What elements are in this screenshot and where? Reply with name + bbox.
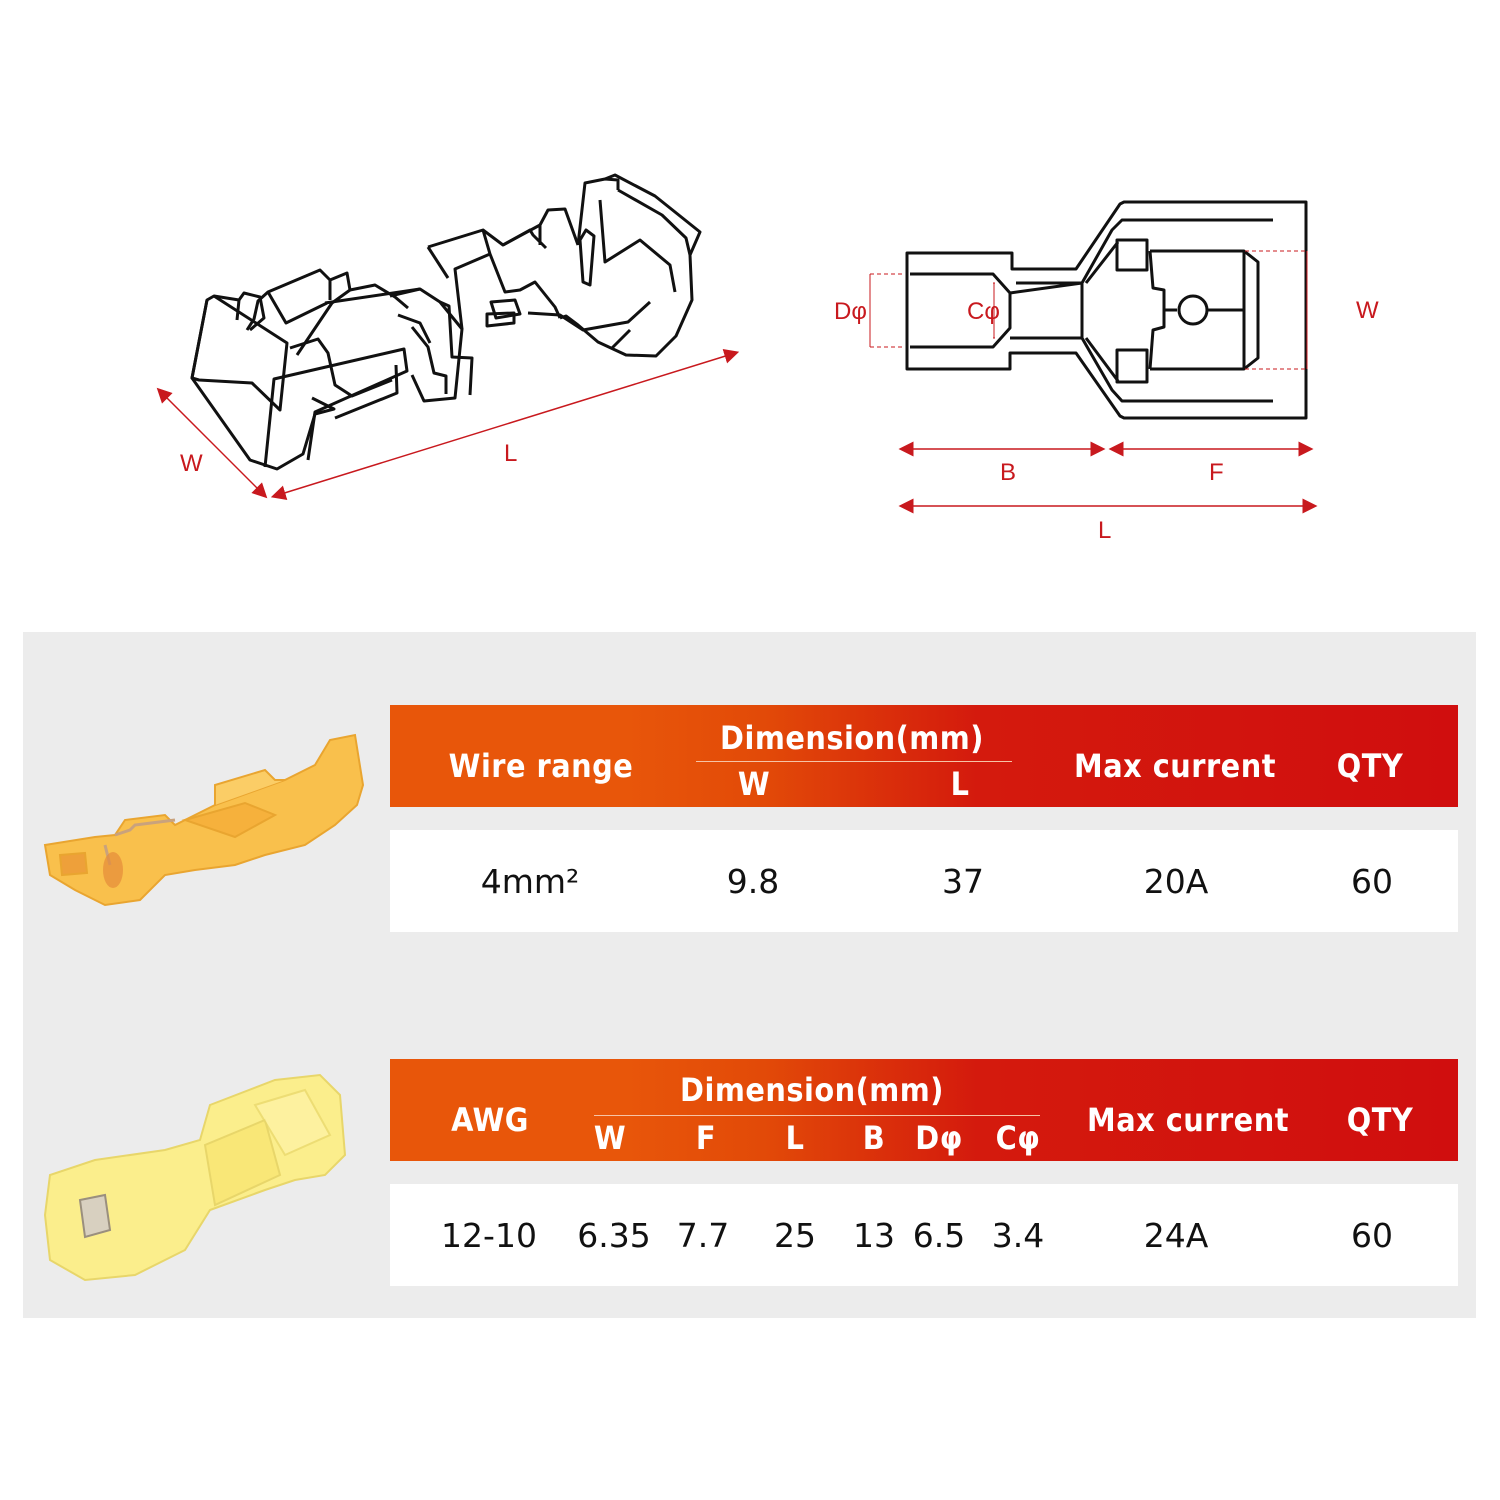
- header-dim-l: L: [785, 1119, 805, 1157]
- header-max-current: Max current: [1087, 1101, 1289, 1139]
- cell-max-current: 20A: [1143, 862, 1209, 901]
- d-phi-label: Dφ: [834, 298, 867, 325]
- header-dim-l: L: [950, 765, 970, 803]
- cell-qty: 60: [1351, 862, 1393, 901]
- header-dim-w: W: [593, 1119, 627, 1157]
- header-dim-w: W: [737, 765, 771, 803]
- quick-disconnect-spec-header: AWG Dimension(mm) W F L B Dφ Cφ Max curr…: [390, 1059, 1458, 1161]
- header-qty: QTY: [1336, 747, 1404, 785]
- tap-connector-spec-row: 4mm² 9.8 37 20A 60: [390, 830, 1458, 932]
- dimension-divider: [594, 1115, 1040, 1116]
- f-label: F: [1209, 459, 1224, 486]
- header-wire-range: Wire range: [448, 747, 634, 785]
- cell-dim-w: 9.8: [726, 862, 780, 901]
- quick-disconnect-photo: [43, 1073, 347, 1282]
- cell-dim-d-phi: 6.5: [912, 1216, 966, 1255]
- header-awg: AWG: [451, 1101, 529, 1139]
- quick-disconnect-drawing: [869, 200, 1318, 514]
- length-dimension-label: L: [504, 440, 518, 467]
- header-max-current: Max current: [1074, 747, 1276, 785]
- cell-max-current: 24A: [1143, 1216, 1209, 1255]
- header-dim-f: F: [695, 1119, 717, 1157]
- tap-connector-spec-header: Wire range Dimension(mm) W L Max current…: [390, 705, 1458, 807]
- header-dim-b: B: [862, 1119, 886, 1157]
- cell-dim-c-phi: 3.4: [991, 1216, 1045, 1255]
- header-dimension-group: Dimension(mm): [720, 719, 984, 757]
- c-phi-label: Cφ: [967, 298, 1000, 325]
- cell-dim-b: 13: [853, 1216, 895, 1255]
- header-qty: QTY: [1346, 1101, 1414, 1139]
- width-dimension-label: W: [180, 450, 203, 477]
- width-label: W: [1356, 297, 1379, 324]
- tap-connector-drawing: [156, 173, 740, 500]
- cell-dim-l: 25: [774, 1216, 816, 1255]
- cell-qty: 60: [1351, 1216, 1393, 1255]
- cell-dim-l: 37: [942, 862, 984, 901]
- cell-awg: 12-10: [441, 1216, 537, 1255]
- b-label: B: [1000, 459, 1017, 486]
- header-dimension-group: Dimension(mm): [680, 1071, 944, 1109]
- length-label: L: [1098, 517, 1112, 544]
- header-dim-c-phi: Cφ: [995, 1119, 1041, 1157]
- quick-disconnect-spec-row: 12-10 6.35 7.7 25 13 6.5 3.4 24A 60: [390, 1184, 1458, 1286]
- cell-dim-w: 6.35: [577, 1216, 651, 1255]
- cell-wire-range: 4mm²: [480, 862, 580, 901]
- dimension-divider: [696, 761, 1012, 762]
- t-tap-connector-photo: [43, 733, 365, 907]
- cell-dim-f: 7.7: [676, 1216, 730, 1255]
- header-dim-d-phi: Dφ: [915, 1119, 963, 1157]
